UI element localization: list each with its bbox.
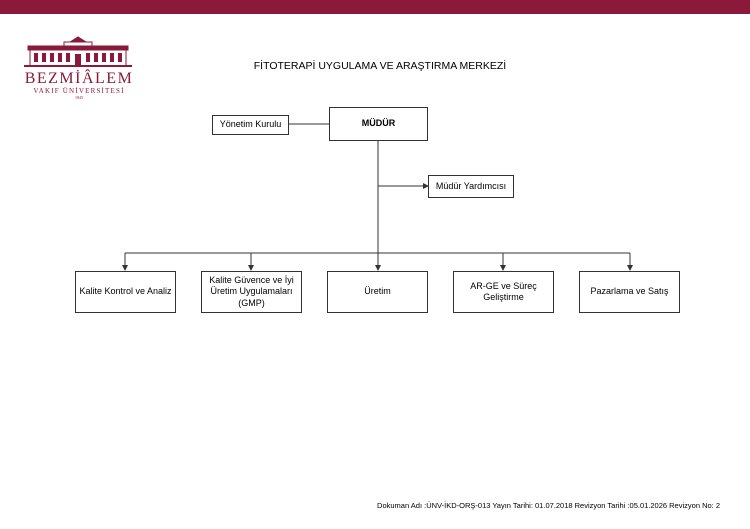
document-footer: Dokuman Adı :ÜNV-İKD-ORŞ-013 Yayın Tarih… [377,501,720,510]
node-label: Müdür Yardımcısı [435,180,507,191]
node-kalite-kontrol: Kalite Kontrol ve Analiz [75,271,176,313]
node-pazarlama: Pazarlama ve Satış [579,271,680,313]
node-label: Pazarlama ve Satış [590,286,669,297]
logo-name: BEZMİÂLEM [24,70,134,87]
node-mudur: MÜDÜR [329,107,428,141]
node-label: Üretim [364,286,391,297]
page-title: FİTOTERAPİ UYGULAMA VE ARAŞTIRMA MERKEZİ [253,60,507,72]
university-logo: BEZMİÂLEM VAKIF ÜNİVERSİTESİ 1845 [20,36,140,100]
node-label: MÜDÜR [361,118,396,129]
building-icon [24,36,132,67]
node-label: Kalite Güvence ve İyi Üretim Uygulamalar… [209,275,294,308]
node-label: Yönetim Kurulu [219,119,282,130]
node-arge: AR-GE ve Süreç Geliştirme [453,271,554,313]
node-uretim: Üretim [327,271,428,313]
node-mudur-yardimcisi: Müdür Yardımcısı [428,175,514,198]
node-label: Kalite Kontrol ve Analiz [79,286,172,297]
logo-year: 1845 [75,95,83,100]
node-yonetim-kurulu: Yönetim Kurulu [212,115,289,135]
top-brand-bar [0,0,750,14]
node-kalite-guvence: Kalite Güvence ve İyi Üretim Uygulamalar… [201,271,302,313]
node-label: AR-GE ve Süreç Geliştirme [470,280,537,302]
logo-subtitle: VAKIF ÜNİVERSİTESİ [33,87,125,95]
